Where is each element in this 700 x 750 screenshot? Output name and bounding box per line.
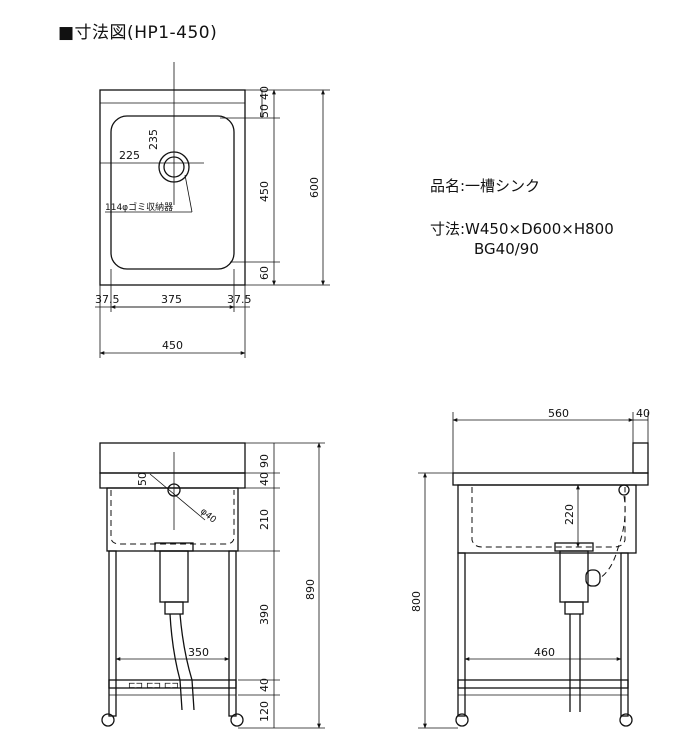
top-dim-37-5-right: 37.5 [227,293,252,306]
side-dim-560: 560 [548,407,569,420]
backguard-size: BG40/90 [474,240,539,258]
front-top-rim [99,472,246,489]
side-view: 560 40 220 800 460 [410,407,650,729]
front-dim-90: 90 [258,454,271,468]
top-dim-450-width: 450 [162,339,183,352]
top-dim-60: 60 [258,266,271,280]
front-caster-left [101,713,115,727]
side-trap [559,550,589,603]
side-leg-back [620,552,629,717]
product-name: 品名:一槽シンク [430,177,541,195]
front-dim-390: 390 [258,604,271,625]
page-title: ■寸法図(HP1-450) [58,23,218,43]
top-dim-37-5-left: 37.5 [95,293,120,306]
top-dim-600: 600 [308,177,321,198]
top-dim-450-depth: 450 [258,181,271,202]
side-top-rim [452,472,649,486]
side-overflow [618,484,630,496]
front-trap [159,550,189,603]
side-caster-front [455,713,469,727]
front-body [106,487,239,552]
front-dim-210: 210 [258,509,271,530]
front-dim-120: 120 [258,701,271,722]
product-size: 寸法:W450×D600×H800 [430,220,614,238]
front-dim-40-bottom: 40 [258,678,271,692]
side-bowl-hidden [471,487,626,548]
side-dim-460: 460 [534,646,555,659]
front-view: φ40 50 ⊏⊐ ⊏⊐ ⊏⊐ 350 90 40 210 390 40 12 [99,442,325,729]
front-bowl-hidden [110,490,235,545]
front-caster-right [230,713,244,727]
side-dim-220: 220 [563,504,576,525]
front-leg-left [108,550,117,717]
front-dim-890: 890 [304,579,317,600]
top-dim-225: 225 [119,149,140,162]
front-dim-phi40: φ40 [198,507,218,526]
front-undershelf-rail [108,679,237,689]
front-dim-40-top: 40 [258,472,271,486]
svg-text:⊏⊐ ⊏⊐ ⊏⊐: ⊏⊐ ⊏⊐ ⊏⊐ [128,681,179,691]
front-overflow [167,483,181,497]
top-dim-235: 235 [147,129,160,150]
top-bowl [110,115,235,270]
top-dim-375: 375 [161,293,182,306]
front-leg-right [228,550,237,717]
side-body [457,484,637,554]
top-dim-50: 50 [258,104,271,118]
front-backguard [99,442,246,474]
drain-leader [184,174,193,213]
top-dim-40: 40 [258,86,271,100]
side-backguard [632,442,649,474]
top-view: 114φゴミ収納器 225 235 50 40 450 60 600 37.5 … [95,62,330,358]
drain-label: 114φゴミ収納器 [105,201,173,213]
side-dim-800: 800 [410,591,423,612]
side-undershelf-rail [457,679,629,689]
side-caster-back [619,713,633,727]
top-outer-frame [99,89,246,286]
side-leg-front [457,552,466,717]
front-dim-350: 350 [188,646,209,659]
side-dim-40: 40 [636,407,650,420]
front-dim-50: 50 [136,472,149,486]
